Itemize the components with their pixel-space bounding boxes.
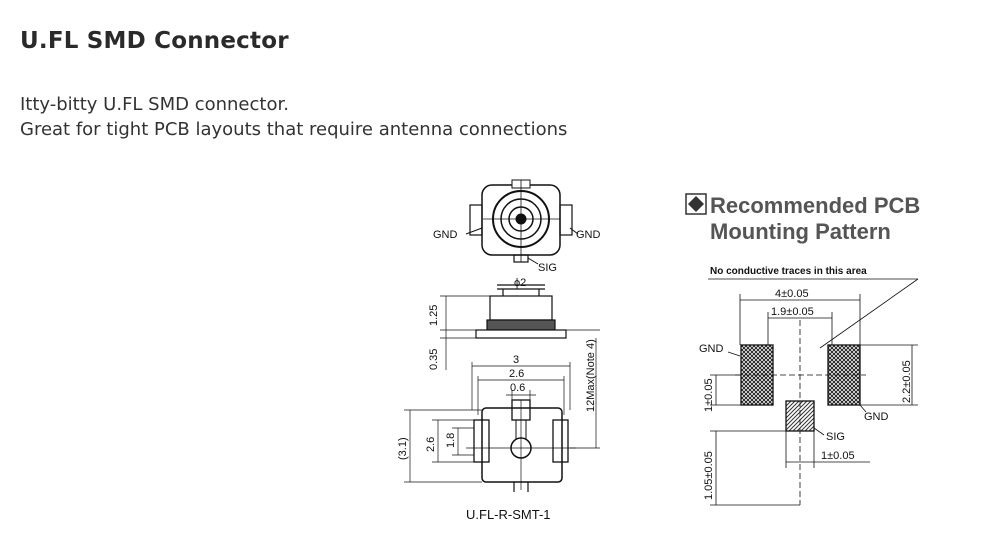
pcb-note: No conductive traces in this area	[710, 266, 867, 277]
sig-label: SIG	[538, 262, 557, 274]
pcb-dim-4: 4±0.05	[775, 288, 809, 300]
dim-3: 3	[513, 354, 519, 366]
dim-phi2: ϕ2	[514, 277, 526, 289]
pcb-gnd-left-label: GND	[699, 343, 724, 355]
pcb-dim-1-05: 1.05±0.05	[703, 451, 715, 500]
gnd-right-label: GND	[576, 229, 601, 241]
dim-2-6-side: 2.6	[425, 437, 437, 452]
pcb-pattern-drawing	[708, 278, 919, 506]
dim-1-25: 1.25	[428, 305, 440, 326]
pcb-dim-1-bottom: 1±0.05	[821, 450, 855, 462]
dim-12max: 12Max(Note 4)	[585, 339, 597, 412]
dim-0-6: 0.6	[510, 382, 525, 394]
pcb-sig-label: SIG	[826, 431, 845, 443]
dim-2-6-top: 2.6	[509, 368, 524, 380]
part-caption: U.FL-R-SMT-1	[466, 507, 551, 522]
diamond-bullet-icon	[685, 193, 707, 215]
pcb-dim-1-left: 1±0.05	[703, 378, 715, 412]
pcb-dim-1-9: 1.9±0.05	[771, 306, 814, 318]
dim-0-35: 0.35	[428, 349, 440, 370]
gnd-left-label: GND	[433, 229, 458, 241]
page-title: U.FL SMD Connector	[20, 28, 289, 54]
product-description: Itty-bitty U.FL SMD connector. Great for…	[20, 92, 567, 142]
pcb-heading-line2: Mounting Pattern	[710, 219, 891, 244]
connector-side-view	[440, 284, 600, 370]
pcb-heading-line1: Recommended PCB	[710, 193, 920, 218]
pcb-dim-2-2: 2.2±0.05	[901, 360, 913, 403]
connector-top-view	[465, 179, 579, 265]
description-line-2: Great for tight PCB layouts that require…	[20, 119, 568, 140]
dim-3-1: (3.1)	[397, 437, 409, 460]
connector-bottom-view	[404, 338, 600, 492]
pcb-gnd-right-label: GND	[864, 411, 889, 423]
dim-1-8: 1.8	[445, 433, 457, 448]
description-line-1: Itty-bitty U.FL SMD connector.	[20, 94, 289, 115]
